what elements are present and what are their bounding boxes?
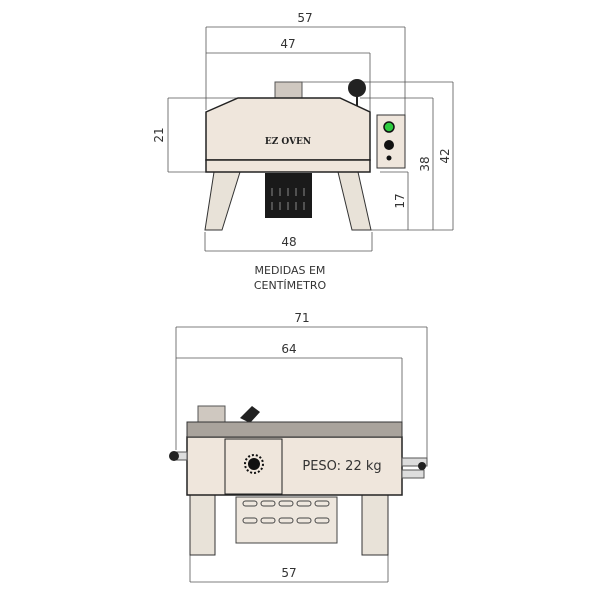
oven-body	[186, 436, 403, 496]
weight-label: PESO: 22 kg	[302, 459, 381, 474]
indicator-light-icon	[383, 121, 395, 133]
dimension-48: 48	[204, 232, 373, 252]
dimension-label: 48	[281, 235, 296, 249]
left-leg	[204, 171, 241, 231]
valve-icon	[418, 462, 426, 470]
power-button-icon	[384, 140, 394, 150]
units-note-line2: CENTÍMETRO	[254, 279, 327, 292]
burner-panel	[235, 496, 338, 544]
dimension-38: 38	[360, 97, 434, 231]
dimension-label: 21	[152, 127, 166, 142]
oven-body	[205, 97, 371, 161]
units-note-line1: MEDIDAS EM	[255, 264, 326, 277]
dimension-42: 42	[302, 81, 454, 231]
dimension-label: 71	[294, 311, 309, 325]
left-leg	[189, 494, 216, 556]
dimension-21: 21	[152, 97, 238, 173]
right-leg	[361, 494, 389, 556]
gas-inlet-tube	[401, 457, 428, 467]
dimension-57-bottom: 57	[189, 555, 389, 583]
dimension-label: 17	[393, 193, 407, 208]
right-leg	[337, 171, 372, 231]
chimney	[197, 405, 226, 423]
dimension-71: 71	[175, 311, 428, 458]
dimension-label: 57	[281, 566, 296, 580]
base-strip	[205, 159, 371, 173]
thermometer-gauge-icon	[240, 406, 260, 423]
brand-label: EZ OVEN	[265, 137, 311, 147]
dimension-label: 57	[297, 11, 312, 25]
side-view: 71 64 57 PESO: 22 kg	[169, 311, 428, 583]
switch-icon	[386, 155, 392, 161]
dimension-64: 64	[176, 342, 403, 422]
handle-knob-icon	[169, 451, 179, 461]
chimney	[274, 81, 303, 99]
dimension-label: 38	[418, 156, 432, 171]
dimension-17: 17	[380, 171, 409, 230]
dimension-57-top: 57	[205, 11, 406, 115]
dimension-label: 42	[438, 148, 452, 163]
front-view: 57 47 21 38 42 17 48	[152, 11, 454, 292]
thermometer-gauge-icon	[348, 79, 366, 97]
dimension-label: 64	[281, 342, 296, 356]
dimension-label: 47	[280, 37, 295, 51]
dimension-47: 47	[206, 37, 371, 112]
top-lid	[186, 421, 403, 438]
ignition-knob-icon	[248, 458, 260, 470]
